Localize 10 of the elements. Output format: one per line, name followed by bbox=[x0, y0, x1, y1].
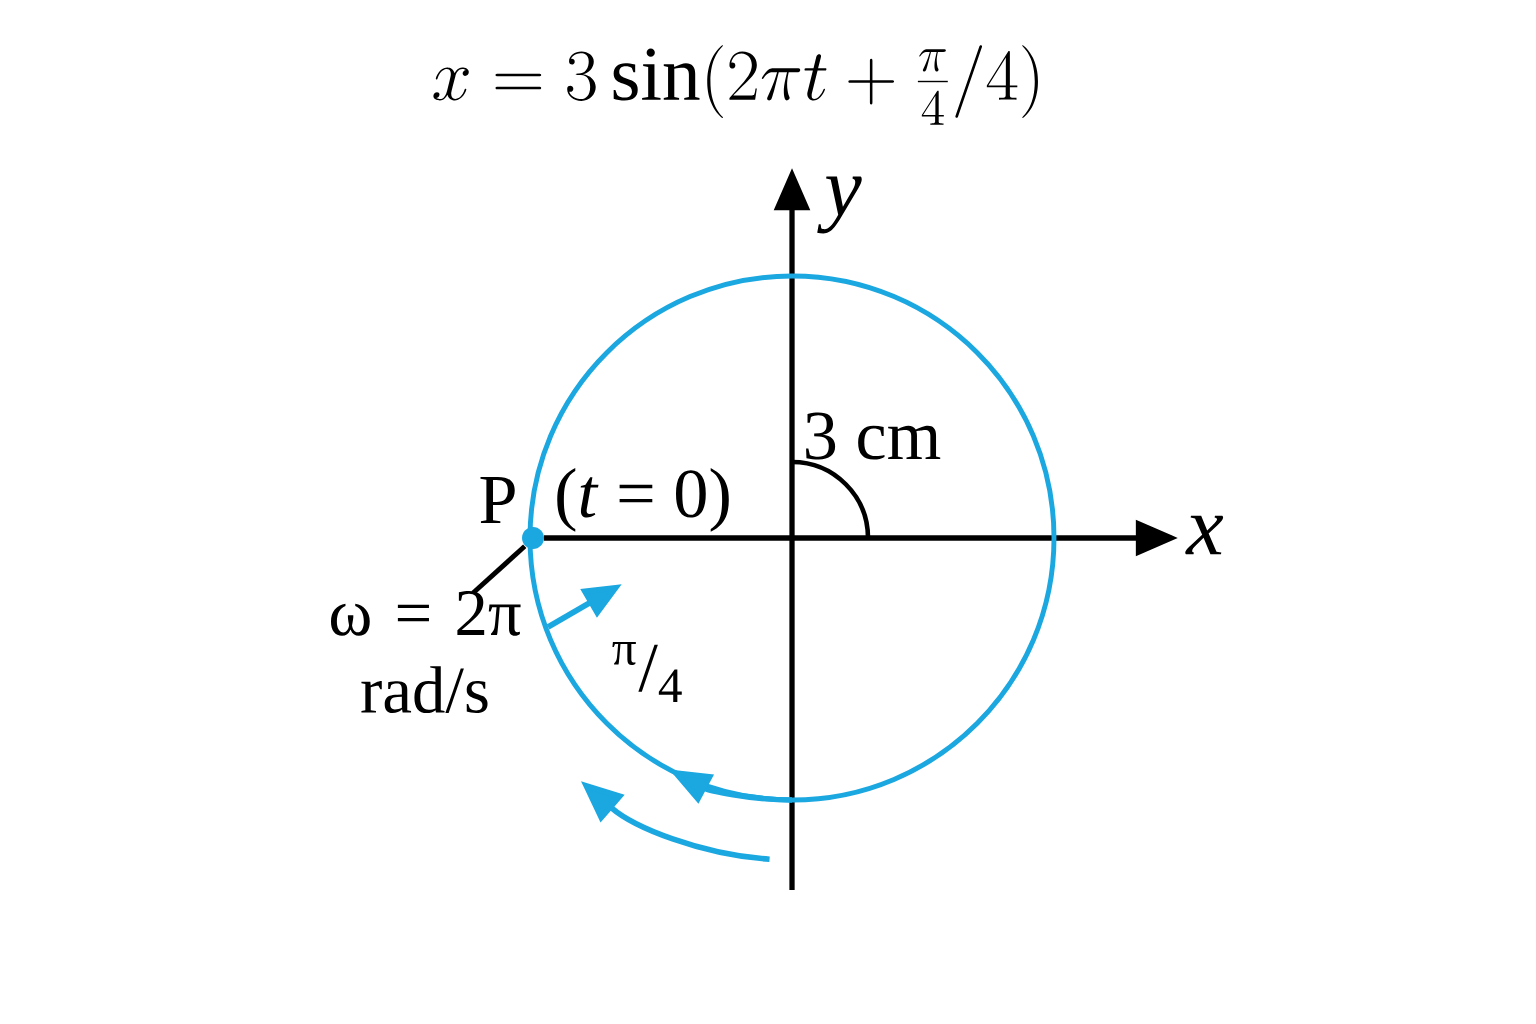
point-label: P bbox=[480, 477, 515, 523]
point-label: (t = 0) bbox=[557, 468, 729, 532]
equation-title: $x = 3\sin(2\pi t + \frac{\pi}{4}/4)$ bbox=[433, 45, 1038, 125]
angle-label: $^{π}$/$_{4}$ bbox=[612, 642, 682, 702]
axis-label: y bbox=[817, 176, 862, 234]
angular-speed-label: ω = 2π rad/s bbox=[331, 590, 521, 714]
radius-label: 3 cm bbox=[806, 412, 941, 460]
axis-label: x bbox=[1185, 515, 1224, 555]
point-dot bbox=[522, 527, 544, 549]
leader-line bbox=[471, 544, 527, 595]
